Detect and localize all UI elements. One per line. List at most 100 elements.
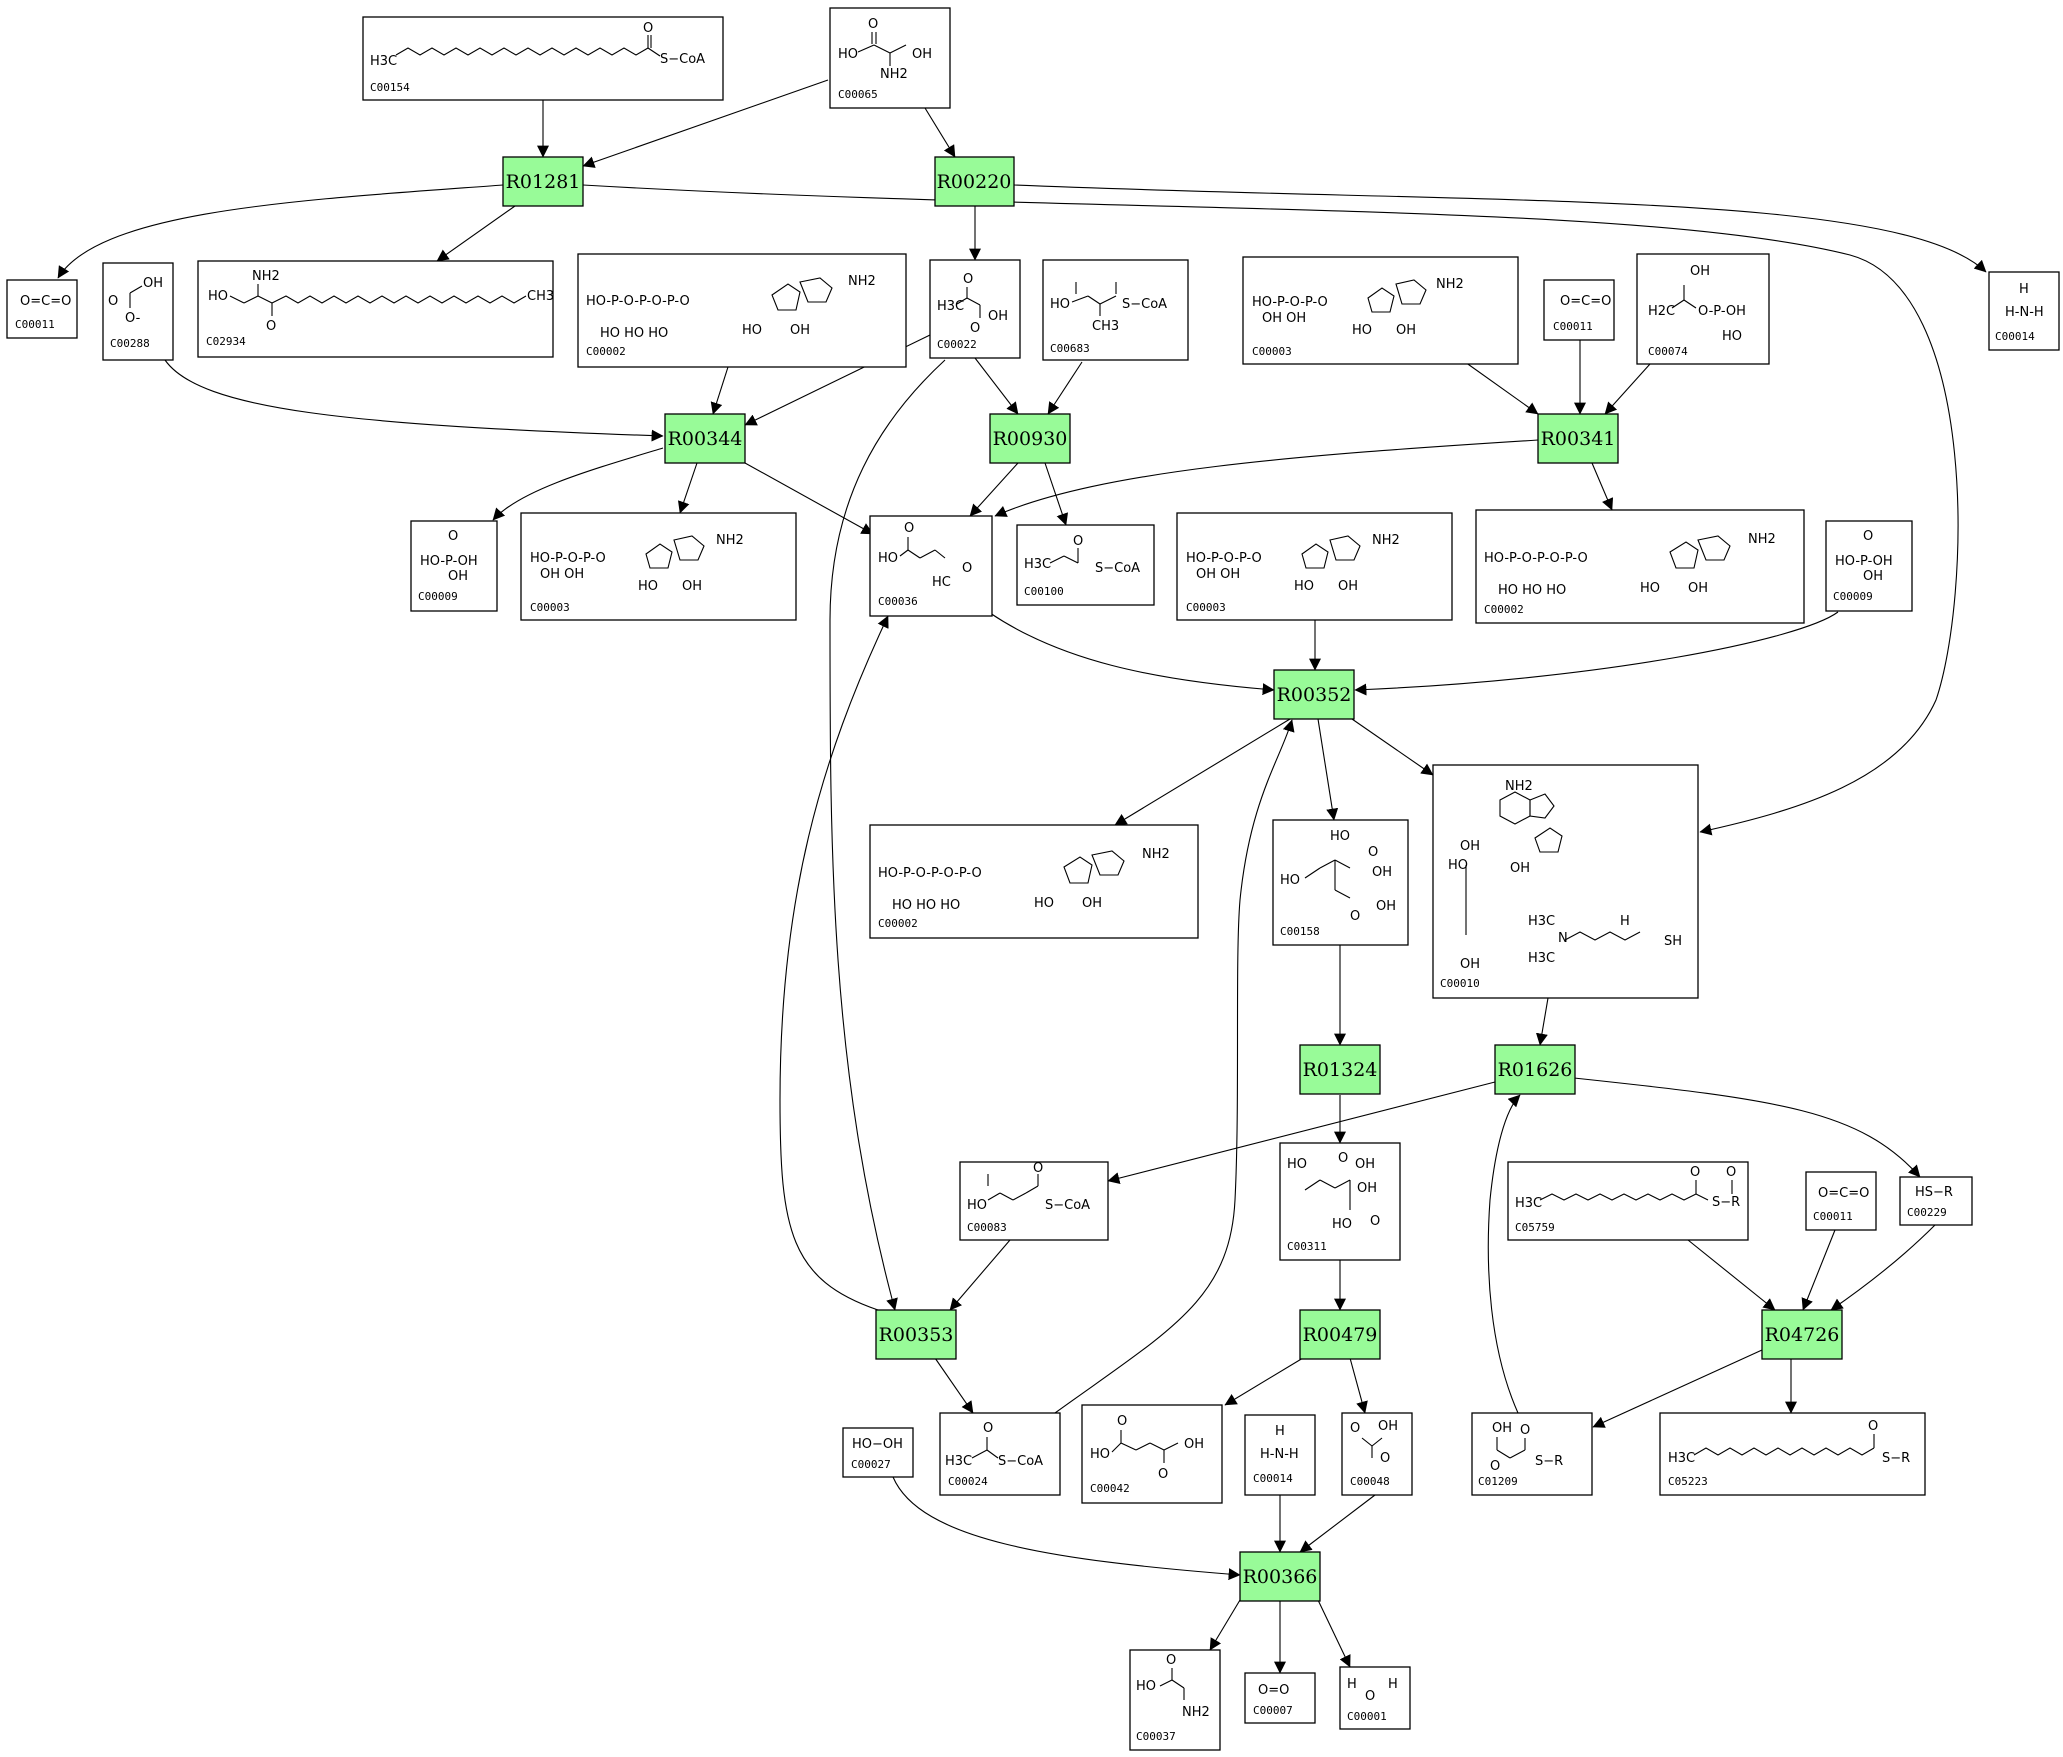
compound-node[interactable]: HO-P-O-P-O OH OH NH2 HO OH C00003 — [1242, 256, 1519, 365]
svg-text:O: O — [962, 561, 972, 576]
svg-text:OH: OH — [1396, 323, 1416, 338]
svg-text:R00366: R00366 — [1243, 1566, 1318, 1588]
compound-node[interactable]: HO S−CoA CH3 C00683 — [1042, 259, 1189, 361]
reaction-node[interactable]: R01626 — [1494, 1044, 1576, 1095]
svg-text:O: O — [970, 321, 980, 336]
svg-text:R00220: R00220 — [937, 171, 1012, 193]
svg-text:OH: OH — [143, 276, 163, 291]
svg-text:OH: OH — [790, 323, 810, 338]
svg-text:C00014: C00014 — [1253, 1472, 1293, 1485]
edge-c00027-r00366 — [892, 1476, 1241, 1581]
svg-text:C00027: C00027 — [851, 1458, 891, 1471]
compound-node[interactable]: OH O O C00048 — [1341, 1412, 1413, 1496]
compound-node[interactable]: H3C O S−CoA C00100 — [1016, 524, 1155, 606]
compound-node[interactable]: HO O OH OH HO O C00311 — [1279, 1142, 1401, 1261]
compound-node[interactable]: O HO HC O C00036 — [869, 515, 993, 617]
compound-node[interactable]: H3C O S−R C05223 — [1659, 1412, 1926, 1496]
svg-text:HO-P-OH: HO-P-OH — [1835, 554, 1893, 569]
compound-node[interactable]: HO-P-O-P-O-P-O HO HO HO NH2 HO OH C00002 — [1475, 509, 1805, 624]
svg-text:C00002: C00002 — [878, 917, 918, 930]
reaction-node[interactable]: R00930 — [989, 413, 1071, 464]
compound-node[interactable]: O=C=O C00011 — [6, 279, 78, 339]
compound-node[interactable]: OH O S−R O C01209 — [1471, 1412, 1593, 1496]
compound-node[interactable]: HO O NH2 C00037 — [1129, 1649, 1221, 1751]
svg-text:C00154: C00154 — [370, 81, 410, 94]
reaction-node[interactable]: R01281 — [502, 156, 584, 207]
svg-text:C00065: C00065 — [838, 88, 878, 101]
edge-r00352-c00002 — [1114, 718, 1291, 826]
reaction-node[interactable]: R00353 — [875, 1309, 957, 1360]
reaction-node[interactable]: R00344 — [664, 413, 746, 464]
svg-text:C05223: C05223 — [1668, 1475, 1708, 1488]
compound-node[interactable]: HO O OH HO O OH C00158 — [1272, 819, 1409, 946]
compound-node[interactable]: HO-P-O-P-O-P-O HO HO HO NH2 HO OH C00002 — [869, 824, 1199, 939]
compound-node[interactable]: OH O O- C00288 — [102, 262, 174, 361]
svg-text:OH: OH — [1355, 1157, 1375, 1172]
compound-node[interactable]: H H-N-H C00014 — [1988, 271, 2060, 351]
compound-node[interactable]: OH H2C O-P-OH HO C00074 — [1636, 253, 1770, 365]
reaction-node[interactable]: R00352 — [1273, 669, 1355, 720]
svg-text:OH: OH — [1378, 1419, 1398, 1434]
compound-node[interactable]: O H3C S−CoA C00024 — [939, 1412, 1061, 1496]
svg-text:R00341: R00341 — [1541, 428, 1616, 450]
svg-text:C00288: C00288 — [110, 337, 150, 350]
compound-node[interactable]: O=C=O C00011 — [1805, 1171, 1877, 1231]
edge-r01281-c02934 — [436, 205, 516, 262]
svg-text:O: O — [448, 529, 458, 544]
svg-text:S−CoA: S−CoA — [1045, 1198, 1090, 1213]
svg-text:CH3: CH3 — [527, 289, 554, 304]
compound-node[interactable]: HO O S−CoA C00083 — [959, 1161, 1109, 1241]
reaction-node[interactable]: R00220 — [934, 156, 1015, 207]
svg-text:HO−OH: HO−OH — [852, 1437, 903, 1452]
compound-node[interactable]: O=O C00007 — [1244, 1672, 1316, 1724]
svg-text:OH OH: OH OH — [540, 567, 584, 582]
compound-node[interactable]: NH2 OH HO OH H3C H3C H N SH OH C00010 — [1432, 764, 1699, 999]
reaction-node[interactable]: R00366 — [1239, 1551, 1321, 1602]
svg-text:O: O — [1370, 1214, 1380, 1229]
svg-text:H2C: H2C — [1648, 304, 1675, 319]
compound-node[interactable]: HO−OH C00027 — [842, 1427, 914, 1478]
svg-text:HO HO HO: HO HO HO — [892, 898, 960, 913]
svg-text:H3C: H3C — [945, 1454, 972, 1469]
svg-text:NH2: NH2 — [1505, 779, 1533, 794]
svg-text:O: O — [643, 21, 653, 36]
edge-c00288-r00344 — [164, 359, 664, 442]
edge-c05759-r04726 — [1687, 1239, 1776, 1311]
compound-node[interactable]: H3C O O S−R C05759 — [1507, 1161, 1749, 1241]
compound-node[interactable]: HO-P-O-P-O-P-O HO HO HO NH2 HO OH C00002 — [577, 253, 907, 368]
edge-r00344-c00003 — [677, 462, 698, 514]
edge-r01626-c00083 — [1107, 1081, 1496, 1184]
svg-text:S−CoA: S−CoA — [660, 52, 705, 67]
compound-node[interactable]: HO-P-O-P-O OH OH NH2 HO OH C00003 — [520, 512, 797, 621]
svg-text:NH2: NH2 — [252, 269, 280, 284]
svg-text:HO: HO — [1332, 1217, 1352, 1232]
compound-node[interactable]: O H3C O OH C00022 — [929, 259, 1021, 359]
compound-node[interactable]: O HO-P-OH OH C00009 — [410, 520, 498, 612]
compound-node[interactable]: O HO OH O C00042 — [1081, 1404, 1223, 1504]
svg-text:O: O — [904, 521, 914, 536]
compound-node[interactable]: H O H C00001 — [1339, 1666, 1411, 1730]
reaction-node[interactable]: R04726 — [1761, 1309, 1843, 1360]
compound-node[interactable]: O=C=O C00011 — [1543, 279, 1615, 341]
reaction-node[interactable]: R00479 — [1299, 1309, 1381, 1360]
compound-node[interactable]: O HO OH NH2 C00065 — [829, 7, 951, 109]
compound-node[interactable]: NH2 HO O CH3 C02934 — [197, 260, 554, 358]
svg-text:O: O — [1350, 909, 1360, 924]
svg-text:O: O — [108, 294, 118, 309]
compound-node[interactable]: H H-N-H C00014 — [1244, 1414, 1316, 1496]
compound-node[interactable]: H3C O S−CoA C00154 — [362, 16, 724, 101]
svg-text:R01626: R01626 — [1498, 1059, 1573, 1081]
reaction-node[interactable]: R00341 — [1537, 413, 1619, 464]
svg-text:OH: OH — [1863, 569, 1883, 584]
svg-text:S−CoA: S−CoA — [1122, 297, 1167, 312]
reaction-node[interactable]: R01324 — [1299, 1044, 1381, 1095]
compound-node[interactable]: HO-P-O-P-O OH OH NH2 HO OH C00003 — [1176, 512, 1453, 621]
compound-node[interactable]: O HO-P-OH OH C00009 — [1825, 520, 1913, 612]
compound-node[interactable]: HS−R C00229 — [1899, 1176, 1973, 1226]
svg-text:O: O — [1073, 534, 1083, 549]
svg-text:HO: HO — [638, 579, 658, 594]
edge-c00010-r01626 — [1535, 997, 1549, 1046]
svg-text:C00011: C00011 — [1553, 320, 1593, 333]
edges — [57, 79, 1987, 1674]
